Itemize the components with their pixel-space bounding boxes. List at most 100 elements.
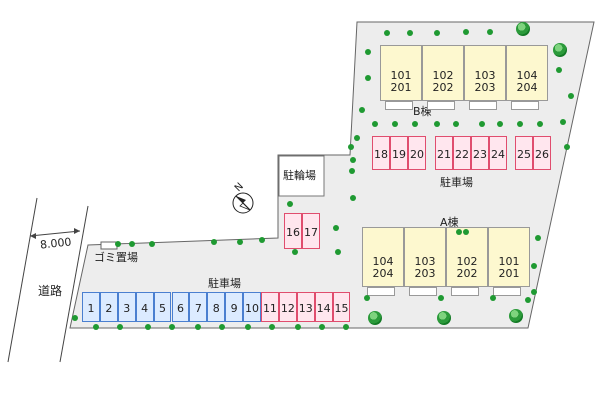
tree-marker-icon [145, 324, 151, 330]
road-edge-right [59, 205, 89, 363]
tree-marker-icon [359, 107, 365, 113]
dim-arrow-right [74, 228, 80, 234]
tree-marker-icon [211, 239, 217, 245]
building-a-unit-entrance [409, 287, 437, 296]
road-width-dimension [29, 230, 81, 237]
tree-marker-icon [535, 235, 541, 241]
parking-stall-number: 2 [105, 301, 113, 315]
tree-marker-icon [237, 239, 243, 245]
tree-marker-icon [287, 201, 293, 207]
parking-stall: 19 [390, 136, 408, 170]
building-a-unit-lower: 204 [372, 267, 394, 280]
tree-marker-icon [531, 289, 537, 295]
parking-stall-number: 15 [334, 301, 349, 315]
parking-stall-number: 18 [374, 147, 388, 161]
tree-marker-icon [348, 144, 354, 150]
tree-marker-icon [115, 241, 121, 247]
large-tree-icon [516, 22, 530, 36]
parking-stall: 13 [296, 292, 315, 322]
building-b-unit-entrance [511, 101, 539, 110]
tree-marker-icon [364, 295, 370, 301]
parking-stall-number: 22 [455, 147, 469, 161]
parking-stall-number: 20 [410, 147, 424, 161]
parking-stall-number: 7 [194, 301, 202, 315]
parking-stall-number: 24 [491, 147, 505, 161]
parking-stall-number: 4 [141, 301, 149, 315]
building-b-unit-lower: 204 [516, 81, 538, 94]
parking-stall: 12 [278, 292, 297, 322]
parking-stall: 20 [408, 136, 426, 170]
tree-marker-icon [195, 324, 201, 330]
building-b-unit-upper: 103 [474, 69, 496, 82]
parking-stall: 6 [171, 292, 190, 322]
parking-stall: 18 [372, 136, 390, 170]
tree-marker-icon [487, 29, 493, 35]
tree-marker-icon [319, 324, 325, 330]
building-b-unit-entrance [469, 101, 497, 110]
dim-arrow-left [30, 233, 36, 239]
road-label: 道路 [38, 284, 63, 298]
tree-marker-icon [349, 168, 355, 174]
parking-stall: 8 [207, 292, 226, 322]
tree-marker-icon [343, 324, 349, 330]
bicycle-shed [278, 155, 325, 197]
tree-marker-icon [117, 324, 123, 330]
tree-marker-icon [517, 121, 523, 127]
parking-stall: 9 [225, 292, 244, 322]
building-a-unit-lower: 201 [498, 267, 520, 280]
tree-marker-icon [438, 295, 444, 301]
parking-stall: 15 [332, 292, 351, 322]
building-a-unit-entrance [367, 287, 395, 296]
tree-marker-icon [434, 121, 440, 127]
parking-stall-number: 17 [304, 225, 318, 239]
tree-marker-icon [219, 324, 225, 330]
building-b-unit-lower: 203 [474, 81, 496, 94]
building-a-label: A棟 [440, 216, 459, 229]
tree-marker-icon [407, 30, 413, 36]
parking-stall-number: 11 [262, 301, 277, 315]
tree-marker-icon [269, 324, 275, 330]
road-width-label: 8.000 [39, 235, 73, 252]
parking-top-label: 駐車場 [440, 176, 473, 189]
tree-marker-icon [72, 315, 78, 321]
tree-marker-icon [556, 67, 562, 73]
tree-marker-icon [537, 121, 543, 127]
road-edge-left [7, 197, 38, 363]
tree-marker-icon [392, 121, 398, 127]
large-tree-icon [368, 311, 382, 325]
tree-marker-icon [245, 324, 251, 330]
tree-marker-icon [292, 249, 298, 255]
parking-stall-number: 10 [245, 301, 260, 315]
tree-marker-icon [350, 157, 356, 163]
parking-stall: 3 [117, 292, 136, 322]
parking-stall-number: 9 [230, 301, 238, 315]
tree-marker-icon [384, 30, 390, 36]
tree-marker-icon [456, 229, 462, 235]
parking-stall: 23 [471, 136, 489, 170]
building-a-unit-entrance [451, 287, 479, 296]
building-b-unit-upper: 104 [516, 69, 538, 82]
parking-stall-number: 26 [535, 147, 549, 161]
tree-marker-icon [350, 195, 356, 201]
building-b-unit-lower: 201 [390, 81, 412, 94]
parking-stall: 11 [261, 292, 279, 322]
large-tree-icon [437, 311, 451, 325]
parking-stall-number: 16 [286, 225, 300, 239]
tree-marker-icon [295, 324, 301, 330]
tree-marker-icon [354, 135, 360, 141]
building-a-unit-upper: 103 [414, 255, 436, 268]
tree-marker-icon [564, 144, 570, 150]
parking-stall: 16 [284, 213, 302, 249]
parking-stall-number: 3 [123, 301, 131, 315]
parking-stall: 24 [489, 136, 507, 170]
tree-marker-icon [463, 29, 469, 35]
large-tree-icon [509, 309, 523, 323]
parking-stall-number: 13 [298, 301, 313, 315]
tree-marker-icon [479, 121, 485, 127]
